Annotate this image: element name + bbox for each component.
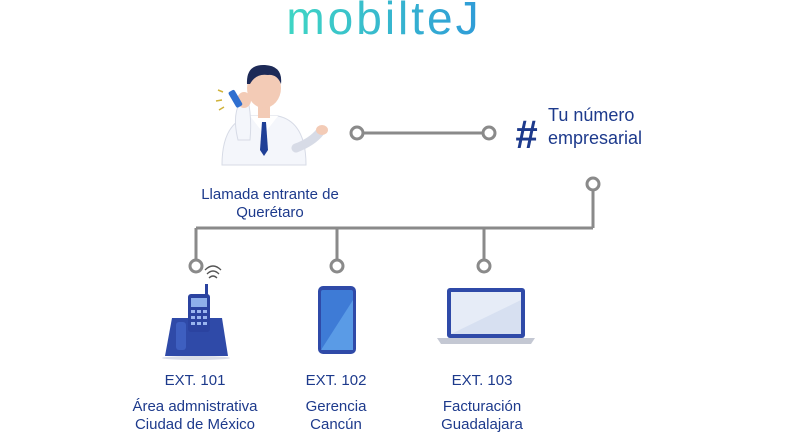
ext-103-number: EXT. 103 — [451, 372, 513, 389]
caller-connector — [349, 125, 497, 141]
incoming-call-line2: Querétaro — [236, 204, 304, 221]
business-number-line2: empresarial — [548, 127, 643, 148]
businessman-on-phone-icon — [215, 64, 328, 166]
laptop-icon — [437, 288, 535, 344]
ext-102-number: EXT. 102 — [305, 372, 367, 389]
business-number-line1: Tu número — [548, 105, 635, 125]
smartphone-icon — [318, 286, 356, 354]
extension-tree — [188, 176, 601, 274]
ext-102-block: EXT. 102 Gerencia Cancún — [266, 372, 406, 434]
ext-101-block: EXT. 101 Área admnistrativa Ciudad de Mé… — [120, 372, 270, 434]
hash-icon: # — [515, 113, 538, 157]
ext-101-line2: Ciudad de México — [134, 416, 256, 433]
ext-103-line1: Facturación — [442, 398, 522, 415]
ext-102-line1: Gerencia — [305, 398, 367, 415]
incoming-call-line1: Llamada entrante de — [201, 186, 339, 203]
ext-101-line1: Área admnistrativa — [132, 398, 258, 415]
mobiltej-logo: mobilteJ — [286, 0, 481, 44]
ext-103-block: EXT. 103 Facturación Guadalajara — [412, 372, 552, 434]
desk-phone-icon — [162, 265, 230, 360]
ext-103-line2: Guadalajara — [441, 416, 523, 433]
business-number-label: Tu número empresarial — [548, 104, 642, 149]
ext-101-number: EXT. 101 — [164, 372, 226, 389]
incoming-call-label: Llamada entrante de Querétaro — [180, 186, 360, 222]
ext-102-line2: Cancún — [310, 416, 362, 433]
